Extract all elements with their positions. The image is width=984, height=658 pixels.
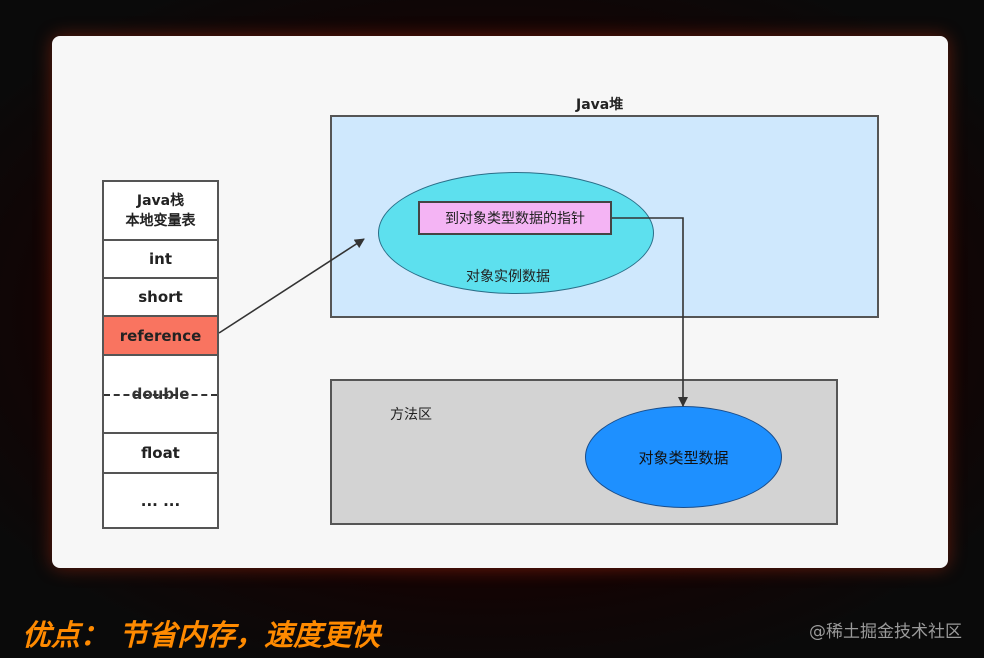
watermark: @稀土掘金技术社区 — [809, 622, 962, 642]
stack-cell-label: reference — [119, 326, 202, 345]
stack-header: Java栈 本地变量表 — [104, 182, 217, 241]
stack-cell-label: int — [149, 250, 172, 268]
reference-to-instance-arrow — [218, 238, 365, 334]
pointer-to-type-data-arrow — [612, 217, 688, 407]
stack-cell-label: float — [141, 444, 180, 462]
object-instance-label: 对象实例数据 — [466, 269, 550, 285]
stack-cell-label: ... ... — [140, 491, 181, 510]
method-area-label: 方法区 — [390, 407, 432, 423]
caption-advantage: 优点： 节省内存，速度更快 — [22, 618, 381, 652]
stack-header-line2: 本地变量表 — [125, 212, 196, 229]
stack-cell-reference: reference — [104, 317, 217, 356]
stack-header-line1: Java栈 — [136, 192, 185, 209]
stack-cell-double: double — [104, 356, 217, 434]
double-divider-dashed — [104, 394, 217, 396]
heap-title: Java堆 — [576, 97, 624, 113]
object-type-data-label: 对象类型数据 — [638, 448, 729, 467]
type-pointer-box: 到对象类型数据的指针 — [418, 201, 612, 235]
stack-cell-int: int — [104, 241, 217, 279]
java-stack-table: Java栈 本地变量表 int short reference double f… — [102, 180, 219, 529]
stack-cell-label: short — [138, 288, 183, 306]
stack-cell-float: float — [104, 434, 217, 474]
stack-cell-more: ... ... — [104, 474, 217, 527]
type-pointer-label: 到对象类型数据的指针 — [445, 211, 585, 227]
stack-cell-short: short — [104, 279, 217, 317]
